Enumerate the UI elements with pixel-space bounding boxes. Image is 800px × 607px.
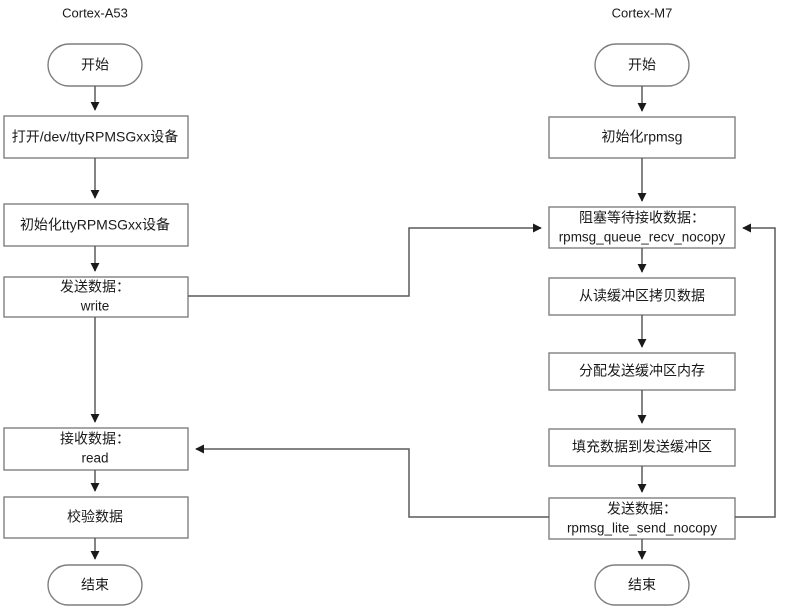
process-shape [3, 276, 189, 318]
process-shape [3, 427, 189, 471]
node-label: 校验数据 [67, 509, 123, 525]
node-m7-alloc[interactable]: 分配发送缓冲区内存 [548, 352, 736, 391]
process-shape [548, 277, 736, 316]
node-m7-send[interactable]: 发送数据： rpmsg_lite_send_nocopy [548, 497, 736, 540]
node-a53-start[interactable]: 开始 [47, 43, 143, 87]
node-label-line1: 发送数据： [60, 279, 130, 295]
edge-a53-send-to-m7-wait [188, 223, 542, 297]
node-m7-start[interactable]: 开始 [594, 43, 690, 87]
process-shape [3, 496, 189, 539]
node-label: 结束 [81, 577, 109, 593]
edge-m7-send-to-m7-wait-loop [735, 223, 776, 518]
column-title-a53: Cortex-A53 [62, 5, 128, 20]
node-label-line2: rpmsg_lite_send_nocopy [567, 521, 717, 536]
node-label: 分配发送缓冲区内存 [579, 363, 705, 379]
terminator-shape [594, 564, 690, 606]
node-label: 开始 [628, 57, 656, 73]
node-label: 填充数据到发送缓冲区 [572, 439, 712, 455]
node-a53-verify[interactable]: 校验数据 [3, 496, 189, 539]
node-a53-recv[interactable]: 接收数据： read [3, 427, 189, 471]
node-m7-wait[interactable]: 阻塞等待接收数据： rpmsg_queue_recv_nocopy [548, 206, 736, 249]
node-a53-end[interactable]: 结束 [47, 564, 143, 606]
process-shape [548, 206, 736, 249]
terminator-shape [47, 564, 143, 606]
node-label: 初始化ttyRPMSGxx设备 [20, 217, 170, 233]
node-label-line1: 发送数据： [607, 501, 677, 517]
node-label: 从读缓冲区拷贝数据 [579, 288, 705, 304]
node-label-line1: 阻塞等待接收数据： [579, 210, 705, 226]
node-m7-end[interactable]: 结束 [594, 564, 690, 606]
node-a53-init[interactable]: 初始化ttyRPMSGxx设备 [3, 203, 189, 247]
column-title-m7: Cortex-M7 [612, 5, 673, 20]
node-label-line1: 接收数据： [60, 431, 130, 447]
edge-m7-send-to-a53-recv [195, 444, 549, 518]
process-shape [3, 203, 189, 247]
process-shape [548, 428, 736, 467]
node-a53-send[interactable]: 发送数据： write [3, 276, 189, 318]
process-shape [548, 497, 736, 540]
process-shape [3, 115, 189, 159]
node-m7-fill[interactable]: 填充数据到发送缓冲区 [548, 428, 736, 467]
node-label: 打开/dev/ttyRPMSGxx设备 [12, 129, 178, 145]
node-m7-copy[interactable]: 从读缓冲区拷贝数据 [548, 277, 736, 316]
node-label: 初始化rpmsg [602, 129, 683, 145]
node-label: 开始 [81, 57, 109, 73]
node-m7-init[interactable]: 初始化rpmsg [548, 116, 736, 159]
node-label-line2: rpmsg_queue_recv_nocopy [559, 230, 726, 245]
node-a53-open[interactable]: 打开/dev/ttyRPMSGxx设备 [3, 115, 189, 159]
process-shape [548, 352, 736, 391]
node-label-line2: read [81, 451, 108, 466]
node-label-line2: write [80, 299, 110, 314]
node-label: 结束 [628, 577, 656, 593]
process-shape [548, 116, 736, 159]
